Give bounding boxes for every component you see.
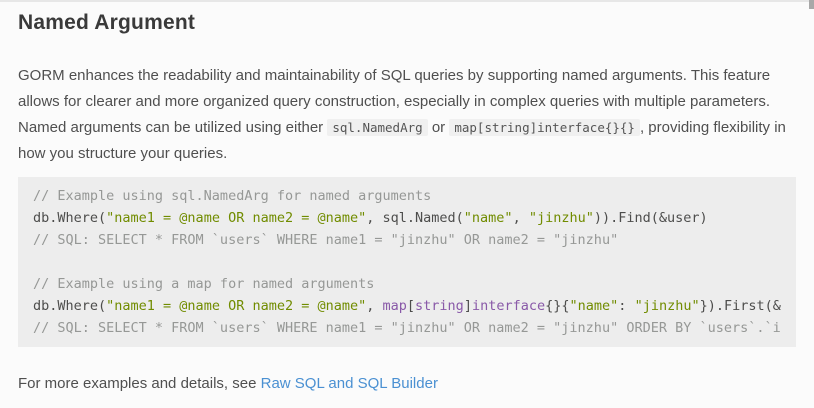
intro-text-part3: , providing flexibility in how you struc…: [18, 119, 786, 162]
code-token: // SQL: SELECT * FROM `users` WHERE name…: [33, 320, 781, 336]
footer-text: For more examples and details, see: [18, 375, 261, 392]
page-title: Named Argument: [18, 11, 196, 34]
code-block[interactable]: // Example using sql.NamedArg for named …: [18, 177, 796, 347]
intro-text-part2: or: [427, 119, 450, 136]
code-token: "jinzhu": [528, 210, 594, 226]
code-token: db.Where(: [33, 210, 107, 226]
code-token: string: [415, 298, 464, 314]
raw-sql-link[interactable]: Raw SQL and SQL Builder: [260, 375, 438, 392]
code-line: // Example using sql.NamedArg for named …: [33, 185, 796, 207]
intro-text-part1: GORM enhances the readability and mainta…: [18, 67, 771, 136]
footer-note: For more examples and details, see Raw S…: [18, 373, 796, 395]
code-token: db.Where(: [33, 298, 107, 314]
code-token: )).Find(&user): [593, 210, 708, 226]
code-token: "name": [463, 210, 513, 226]
code-token: ,: [512, 210, 529, 226]
code-token: [: [406, 298, 416, 314]
code-line: // SQL: SELECT * FROM `users` WHERE name…: [33, 229, 796, 251]
code-token: "name": [569, 298, 619, 314]
code-token: :: [618, 298, 635, 314]
code-token: "name1 = @name OR name2 = @name": [106, 210, 367, 226]
code-token: }).First(&: [699, 298, 781, 314]
code-token: , sql.Named(: [366, 210, 464, 226]
code-token: "jinzhu": [634, 298, 700, 314]
code-token: interface: [471, 298, 546, 314]
code-token: {}{: [545, 298, 570, 314]
code-line: // Example using a map for named argumen…: [33, 273, 796, 295]
code-token: // Example using a map for named argumen…: [33, 276, 375, 292]
code-token: ,: [366, 298, 383, 314]
code-token: map: [382, 298, 407, 314]
code-line: db.Where("name1 = @name OR name2 = @name…: [33, 207, 796, 229]
code-line: // SQL: SELECT * FROM `users` WHERE name…: [33, 317, 796, 339]
intro-paragraph: GORM enhances the readability and mainta…: [18, 63, 796, 167]
code-token: ]: [463, 298, 472, 314]
code-token: // Example using sql.NamedArg for named …: [33, 188, 432, 204]
scrollbar-thumb[interactable]: [809, 0, 814, 9]
code-line: [33, 251, 796, 273]
inline-code-map-interface: map[string]interface{}{}: [449, 119, 640, 136]
inline-code-sql-namedarg: sql.NamedArg: [327, 119, 428, 136]
code-token: // SQL: SELECT * FROM `users` WHERE name…: [33, 232, 619, 248]
code-line: db.Where("name1 = @name OR name2 = @name…: [33, 295, 796, 317]
code-lines: // Example using sql.NamedArg for named …: [33, 185, 796, 339]
code-token: "name1 = @name OR name2 = @name": [106, 298, 367, 314]
